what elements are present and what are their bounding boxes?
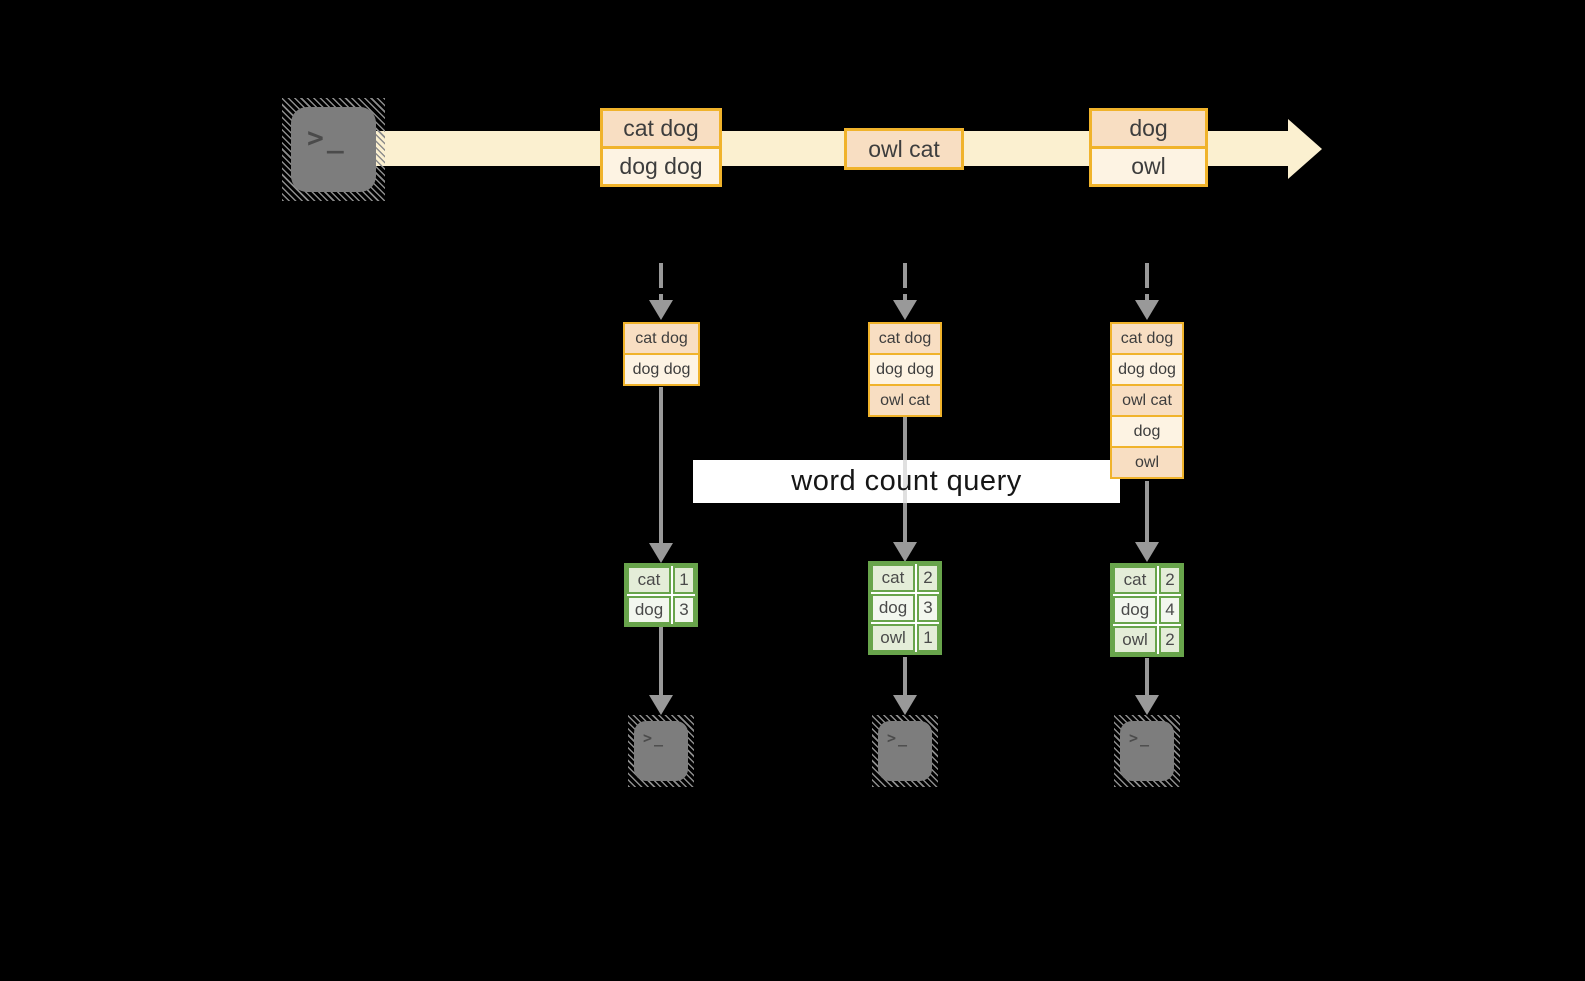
arrow-through-label xyxy=(903,460,907,503)
query-arrow-head xyxy=(649,543,673,563)
terminal-prompt-icon: >_ xyxy=(887,729,910,747)
ingest-arrow-dash xyxy=(903,263,907,288)
output-arrow-line xyxy=(1145,658,1149,697)
terminal-prompt-icon: >_ xyxy=(307,121,347,154)
terminal-screen: >_ xyxy=(634,721,688,781)
source-terminal-icon: >_ xyxy=(282,98,385,201)
terminal-screen: >_ xyxy=(291,107,376,192)
buffered-event: cat dog xyxy=(1112,324,1182,353)
buffered-events-1: cat dog dog dog xyxy=(623,322,700,386)
buffered-event: owl cat xyxy=(870,384,940,415)
query-label: word count query xyxy=(791,465,1022,497)
query-arrow-head xyxy=(1135,542,1159,562)
terminal-screen: >_ xyxy=(878,721,932,781)
event-line: dog xyxy=(1092,111,1205,146)
count-value: 4 xyxy=(1159,596,1181,624)
count-word: cat xyxy=(1113,566,1157,594)
buffered-event: dog dog xyxy=(1112,353,1182,384)
stream-arrow-head xyxy=(1288,119,1322,179)
count-word: owl xyxy=(1113,626,1157,654)
buffered-event: owl cat xyxy=(1112,384,1182,415)
word-count-table-2: cat 2 dog 3 owl 1 xyxy=(868,561,942,655)
terminal-prompt-icon: >_ xyxy=(1129,729,1152,747)
count-value: 2 xyxy=(917,564,939,592)
buffered-event: cat dog xyxy=(625,324,698,353)
ingest-arrow-dash xyxy=(1145,294,1149,302)
buffered-event: dog dog xyxy=(870,353,940,384)
output-arrow-line xyxy=(659,627,663,697)
count-word: owl xyxy=(871,624,915,652)
count-value: 2 xyxy=(1159,626,1181,654)
count-word: cat xyxy=(871,564,915,592)
count-word: dog xyxy=(1113,596,1157,624)
terminal-screen: >_ xyxy=(1120,721,1174,781)
count-value: 2 xyxy=(1159,566,1181,594)
buffered-event: dog xyxy=(1112,415,1182,446)
sink-terminal-icon-2: >_ xyxy=(872,715,938,787)
output-arrow-head xyxy=(649,695,673,715)
ingest-arrow-head xyxy=(893,300,917,320)
buffered-events-2: cat dog dog dog owl cat xyxy=(868,322,942,417)
count-value: 3 xyxy=(673,596,695,624)
count-value: 1 xyxy=(673,566,695,594)
count-word: cat xyxy=(627,566,671,594)
event-line: owl xyxy=(1092,146,1205,184)
stream-event-2: owl cat xyxy=(844,128,964,170)
count-word: dog xyxy=(627,596,671,624)
sink-terminal-icon-3: >_ xyxy=(1114,715,1180,787)
event-line: cat dog xyxy=(603,111,719,146)
ingest-arrow-head xyxy=(649,300,673,320)
query-arrow-line xyxy=(659,387,663,545)
query-arrow-line xyxy=(1145,481,1149,544)
buffered-event: dog dog xyxy=(625,353,698,384)
ingest-arrow-dash xyxy=(659,263,663,288)
stream-event-3: dog owl xyxy=(1089,108,1208,187)
count-value: 3 xyxy=(917,594,939,622)
ingest-arrow-dash xyxy=(903,294,907,302)
ingest-arrow-dash xyxy=(1145,263,1149,288)
stream-event-1: cat dog dog dog xyxy=(600,108,722,187)
sink-terminal-icon-1: >_ xyxy=(628,715,694,787)
count-value: 1 xyxy=(917,624,939,652)
word-count-table-1: cat 1 dog 3 xyxy=(624,563,698,627)
word-count-table-3: cat 2 dog 4 owl 2 xyxy=(1110,563,1184,657)
query-arrow-head xyxy=(893,542,917,562)
event-line: dog dog xyxy=(603,146,719,184)
event-line: owl cat xyxy=(847,131,961,167)
buffered-events-3: cat dog dog dog owl cat dog owl xyxy=(1110,322,1184,479)
ingest-arrow-dash xyxy=(659,294,663,302)
buffered-event: cat dog xyxy=(870,324,940,353)
buffered-event: owl xyxy=(1112,446,1182,477)
ingest-arrow-head xyxy=(1135,300,1159,320)
count-word: dog xyxy=(871,594,915,622)
terminal-prompt-icon: >_ xyxy=(643,729,666,747)
output-arrow-head xyxy=(1135,695,1159,715)
output-arrow-line xyxy=(903,657,907,697)
query-label-box: word count query xyxy=(693,460,1120,503)
output-arrow-head xyxy=(893,695,917,715)
